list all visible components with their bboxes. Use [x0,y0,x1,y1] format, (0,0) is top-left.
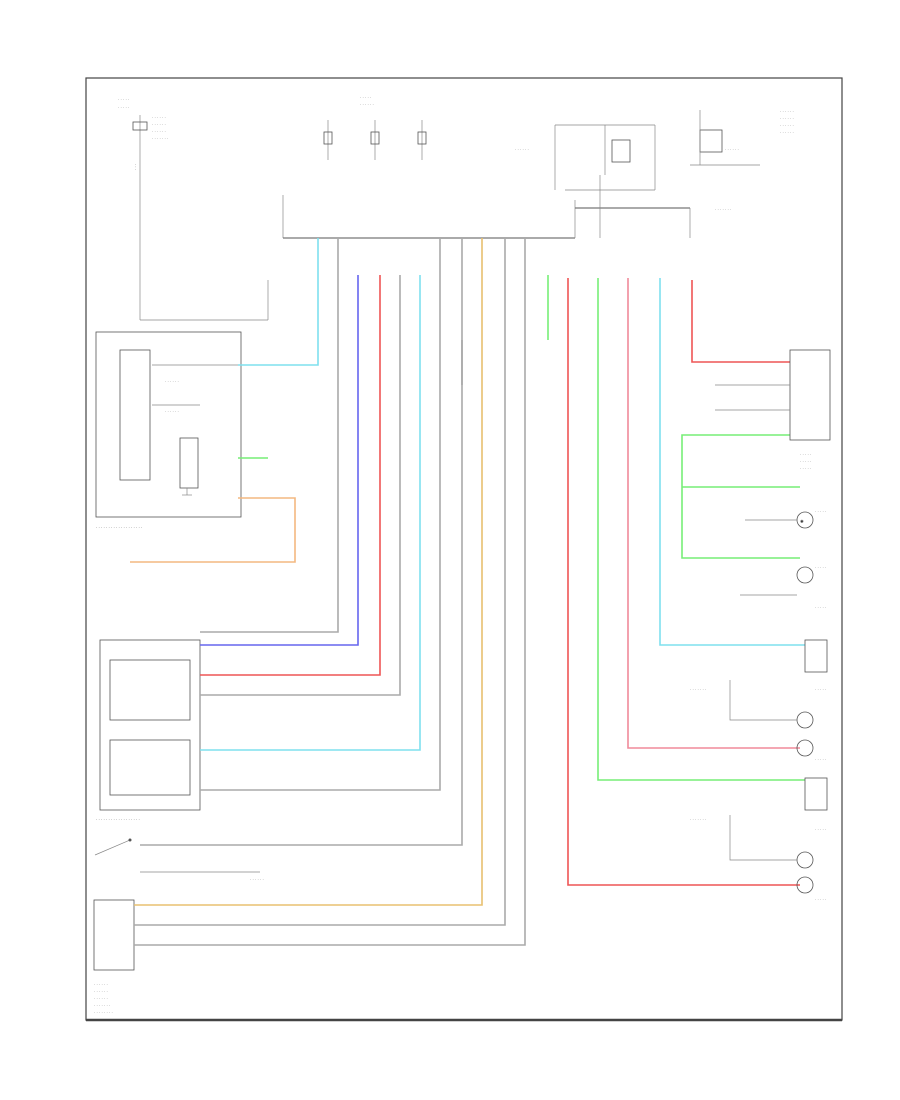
svg-text:. . . . . . .: . . . . . . . [690,816,706,821]
wire-blue [200,275,359,646]
wire-red-long [567,278,800,886]
svg-text:. . . . . .: . . . . . . [165,408,179,413]
svg-text:. . . . . .: . . . . . . [250,876,264,881]
wire-green-right [681,434,800,559]
wire-yellow [134,238,483,906]
wire-gray-525 [134,238,526,946]
svg-text:. . . . . .: . . . . . . [725,146,739,151]
wire-gray-505 [134,238,506,926]
svg-text:. . . . . .: . . . . . . [152,128,166,133]
svg-text:. . . . .: . . . . . [800,465,811,470]
wire-gray-440 [200,238,441,791]
svg-text:. . . . .: . . . . . [815,756,826,761]
relay-cluster: . . . . . . . . . . . . . . . . . . . . … [515,108,794,238]
wire-cyan-lower [200,275,421,751]
svg-text:. . . . .: . . . . . [815,896,826,901]
fuse-col-3 [417,120,427,160]
lamp-2 [740,566,814,596]
wire-cyan-right [659,278,805,646]
svg-text:. . . . .: . . . . . [118,96,129,101]
svg-text:. . . . .: . . . . . [815,508,826,513]
top-left-fuse-group: . . . . . . . . . . . . . . . . . . . . … [118,96,269,321]
svg-text:. . .: . . . [132,164,137,170]
left-combination-switch: . . . . . . . . . . . . . . . . . . [96,639,201,821]
wire-orange [130,497,296,563]
svg-text:. . . . . .: . . . . . . [94,981,108,986]
svg-text:. . . . . . . .: . . . . . . . . [94,1009,113,1014]
svg-text:. . . . . .: . . . . . . [780,122,794,127]
svg-text:. . . . .: . . . . . [815,564,826,569]
wire-red-left [200,275,381,676]
svg-text:. . . . . . . . . . . . . . .: . . . . . . . . . . . . . . . . . . . [96,524,142,529]
lamp-1: ✺ [745,511,814,529]
lamp-3 [804,639,828,673]
svg-text:. . . . . .: . . . . . . [94,995,108,1000]
svg-text:. . . . . .: . . . . . . [360,101,374,106]
svg-text:. . . . . .: . . . . . . [165,378,179,383]
bottom-left-module: . . . . . . . . . . . . . . . . . . . . … [93,899,135,1014]
lamp-icon: ✺ [800,519,804,524]
wire-gray-mid [200,275,401,696]
svg-text:. . . . . . .: . . . . . . . [152,135,168,140]
lamp-5 [796,739,814,757]
svg-text:. . . . . . . . . . . . . . .: . . . . . . . . . . . . . . . . . . [96,816,140,821]
ground-icon [182,340,463,496]
lamp-6 [804,777,828,811]
fuse-box-main: . . . . . . . . . . . [282,94,691,239]
svg-text:. . . . .: . . . . . [118,104,129,109]
wire-green-lamp [597,278,805,781]
lamp-8 [796,876,814,894]
svg-text:. . . . .: . . . . . [360,94,371,99]
svg-text:. . . . . . .: . . . . . . . [715,206,731,211]
switch-icon: . . . . . . [94,838,264,881]
svg-text:. . . . . .: . . . . . . [515,146,529,151]
lamp-7 [729,815,814,869]
svg-text:. . . . . .: . . . . . . [152,121,166,126]
right-labels: . . . . . . . . . . . . . . . . . . . . … [690,508,826,901]
svg-text:. . . . . . .: . . . . . . . [690,686,706,691]
left-control-unit: . . . . . . . . . . . . . . . . . . . . … [95,331,242,529]
svg-text:. . . . . . .: . . . . . . . [94,1002,110,1007]
diagram-frame [85,77,843,1022]
fuse-col-1 [323,120,333,160]
lamp-4 [729,680,814,729]
svg-text:. . . . .: . . . . . [815,826,826,831]
svg-text:. . . . . .: . . . . . . [152,114,166,119]
svg-text:. . . . .: . . . . . [815,604,826,609]
wire-cyan-upper [238,238,319,366]
wire-gray-462 [140,238,463,846]
svg-text:. . . . .: . . . . . [800,451,811,456]
svg-text:. . . . . .: . . . . . . [94,988,108,993]
right-relay-box: . . . . . . . . . . . . . . . [715,349,831,470]
fuse-col-2 [370,120,380,160]
svg-text:. . . . . .: . . . . . . [780,108,794,113]
wire-gray-upper [200,238,339,633]
svg-text:. . . . .: . . . . . [800,458,811,463]
wire-red-right [691,280,790,363]
svg-text:. . . . .: . . . . . [815,686,826,691]
wire-pink [627,278,800,749]
svg-text:. . . . . .: . . . . . . [780,115,794,120]
svg-text:. . . . . .: . . . . . . [780,129,794,134]
